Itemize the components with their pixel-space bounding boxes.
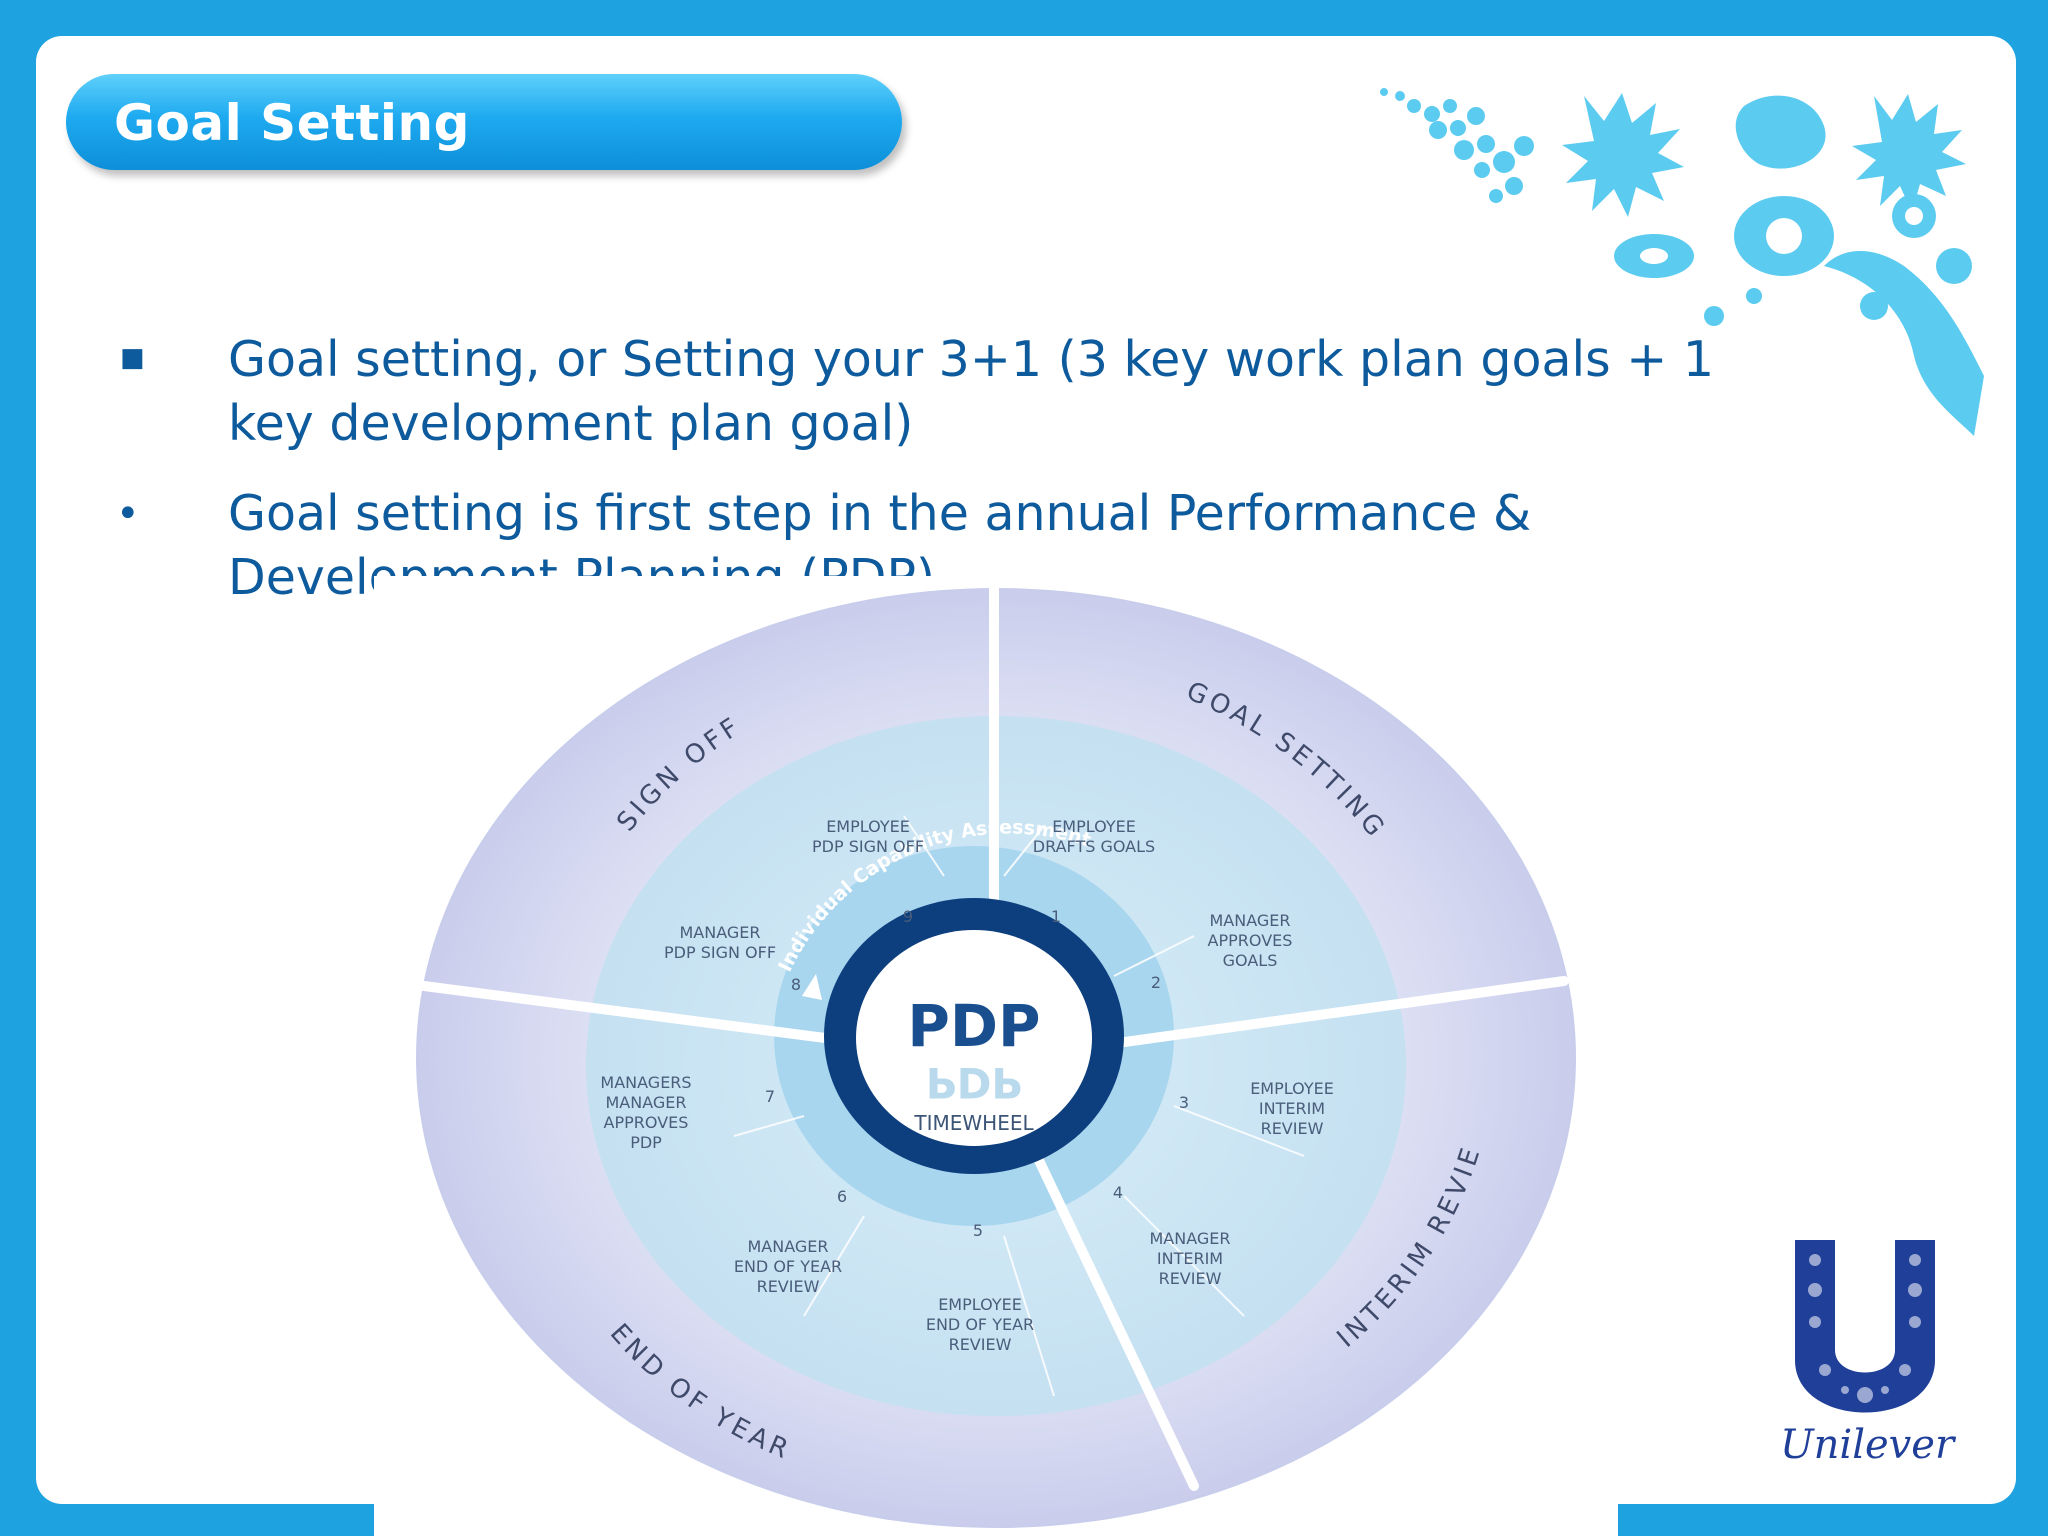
step-1-number: 1 — [1051, 907, 1061, 926]
step-9-number: 9 — [903, 907, 913, 926]
ring-arrow-icon — [802, 974, 822, 1000]
unilever-logo-icon — [1795, 1240, 1935, 1413]
pdp-timewheel-diagram: SIGN OFF GOAL SETTING INTERIM REVIEW END… — [364, 576, 1618, 1536]
pdp-title: PDP — [907, 992, 1040, 1060]
timewheel-label: TIMEWHEEL — [913, 1111, 1034, 1135]
step-4-number: 4 — [1113, 1183, 1123, 1202]
center-disc — [856, 930, 1092, 1146]
step-5-number: 5 — [973, 1221, 983, 1240]
pdp-title-reflection: PDP — [926, 1058, 1022, 1107]
floral-decoration — [1380, 88, 1984, 436]
slide-title: Goal Setting — [114, 94, 470, 152]
step-2-number: 2 — [1151, 973, 1161, 992]
bullet-text-line: Goal setting is first step in the annual… — [228, 485, 1532, 542]
round-bullet-icon: • — [116, 491, 140, 537]
title-banner — [66, 74, 902, 170]
step-7-number: 7 — [765, 1087, 775, 1106]
step-8-number: 8 — [791, 975, 801, 994]
step-3-number: 3 — [1179, 1093, 1189, 1112]
bullet-text-line: Goal setting, or Setting your 3+1 (3 key… — [228, 331, 1715, 388]
bullet-text-line: key development plan goal) — [228, 395, 914, 452]
square-bullet-icon: ■ — [120, 343, 145, 373]
step-6-number: 6 — [837, 1187, 847, 1206]
bullet-item: ■ Goal setting, or Setting your 3+1 (3 k… — [108, 328, 1828, 456]
unilever-wordmark: Unilever — [1779, 1422, 1955, 1468]
